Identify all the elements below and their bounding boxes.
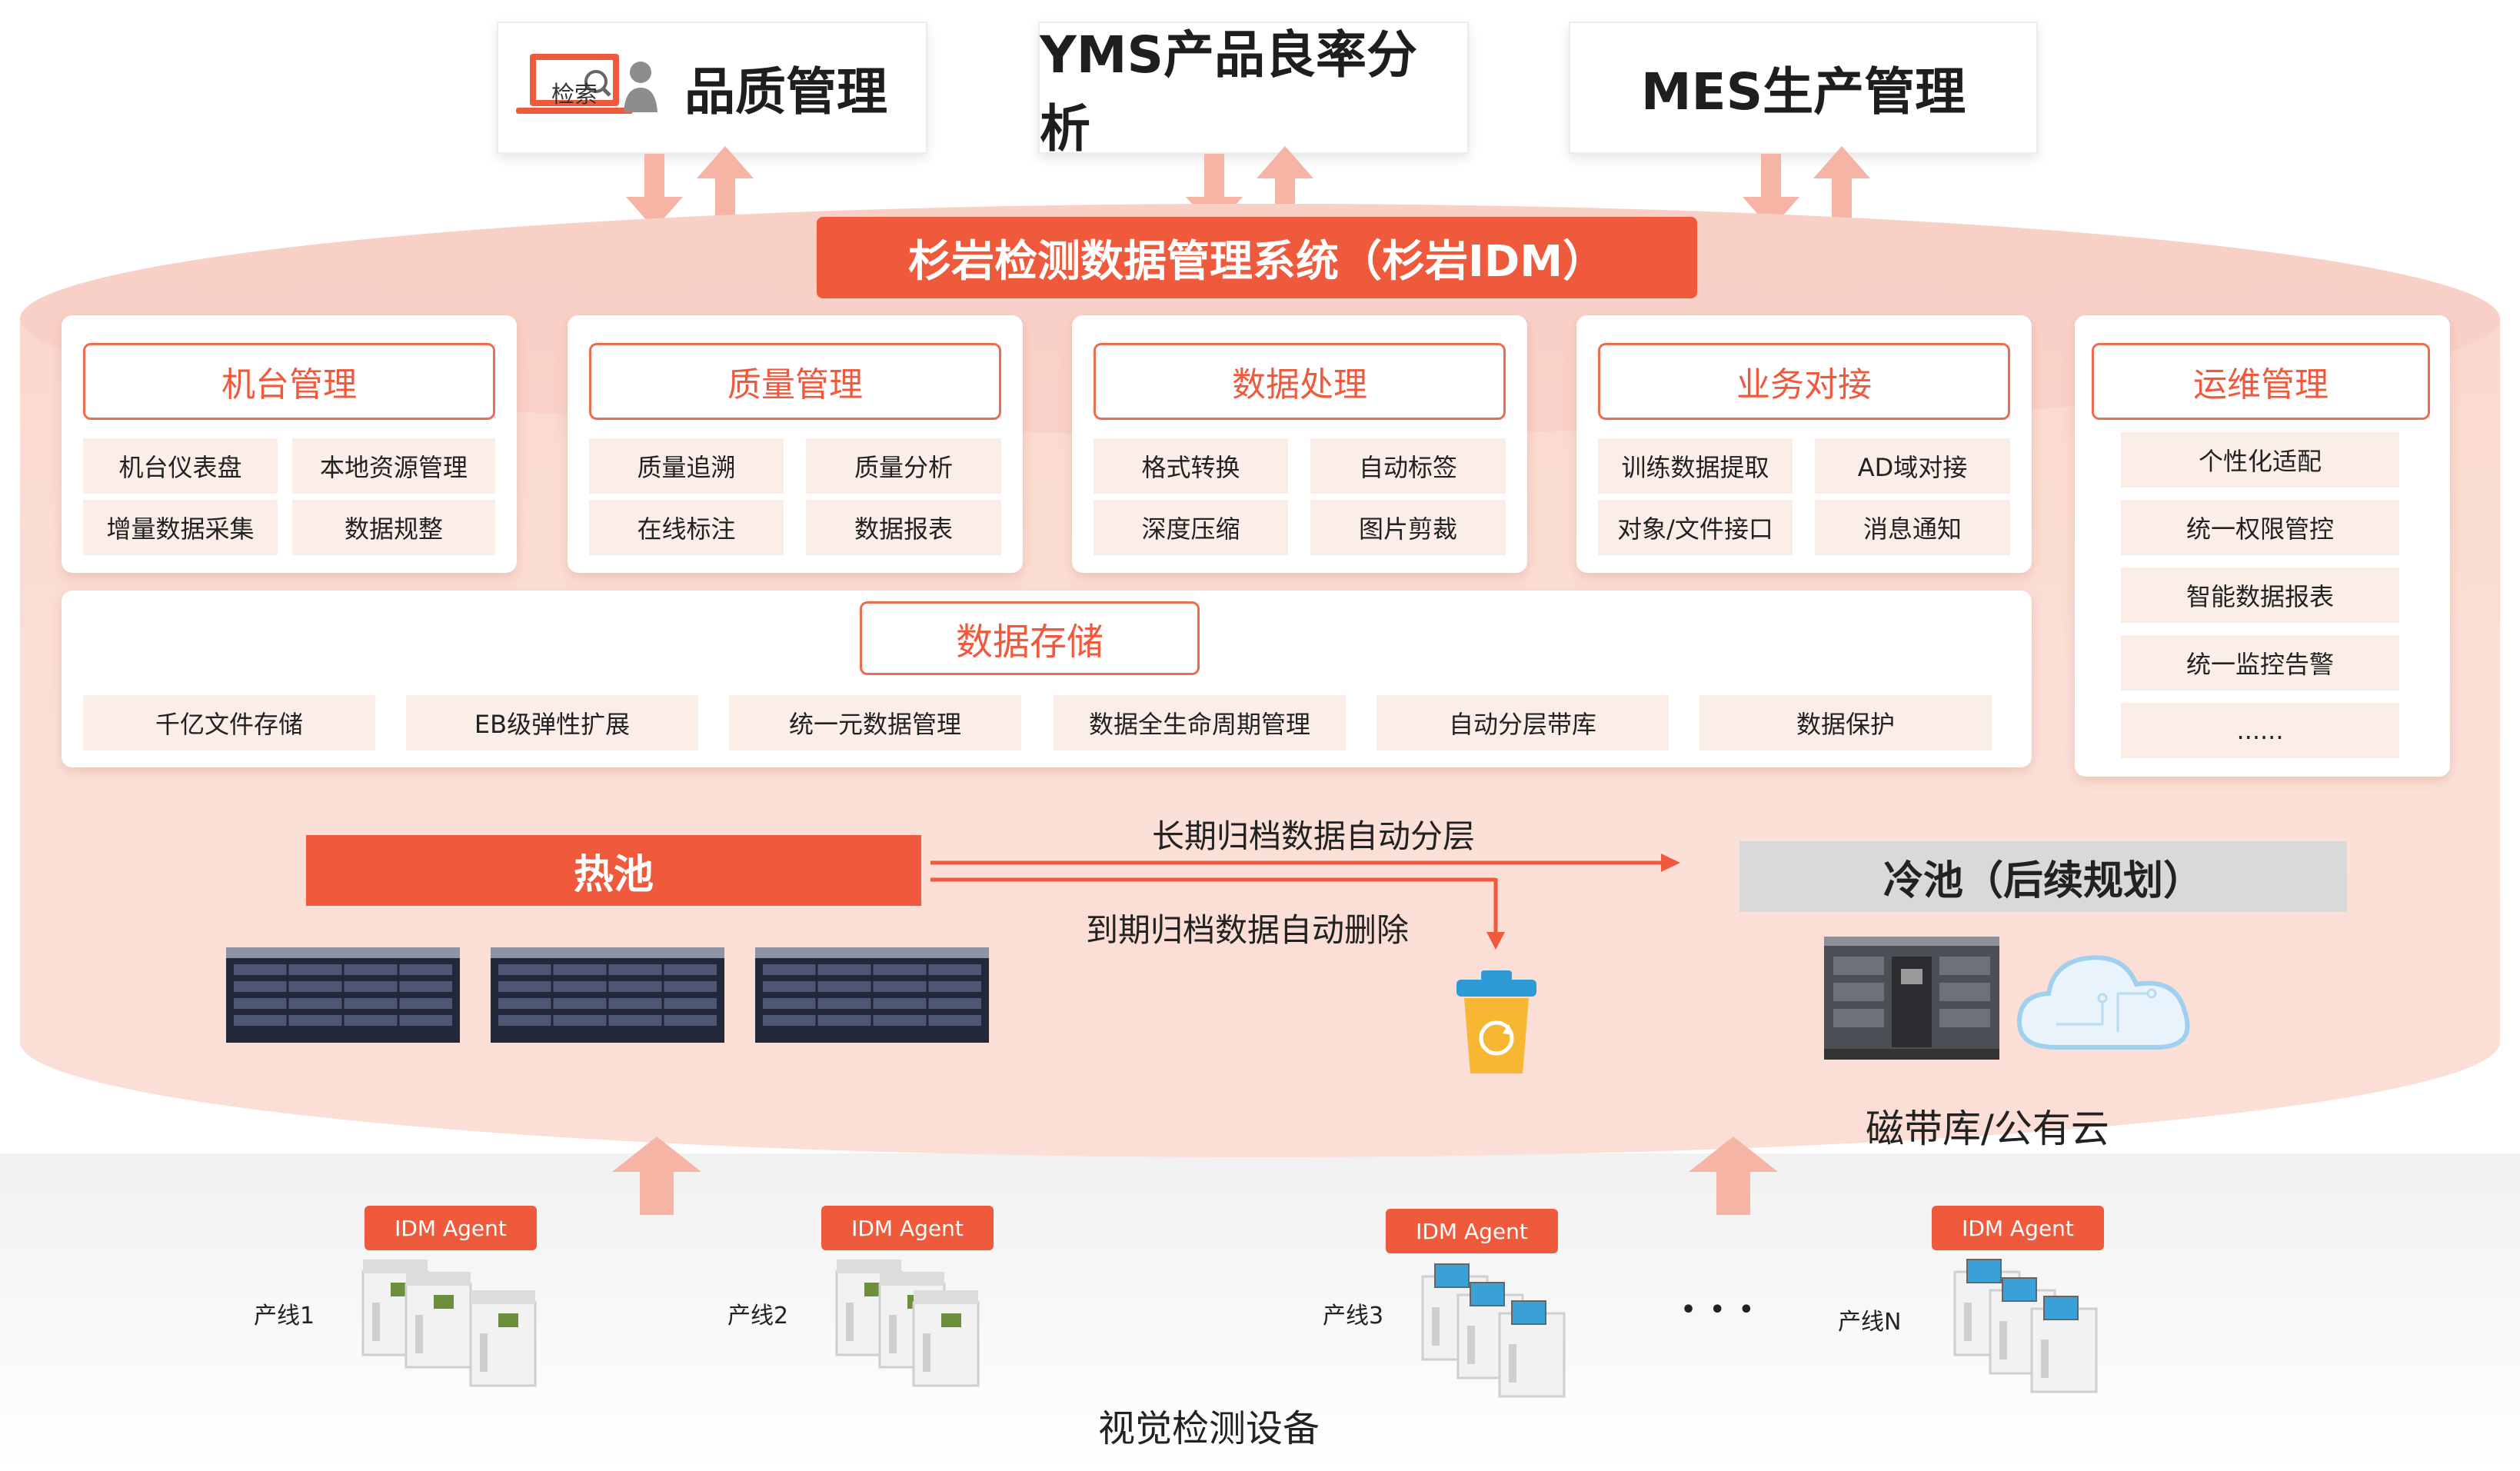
module-item[interactable]: 机台仪表盘: [83, 438, 278, 494]
module-item[interactable]: 消息通知: [1815, 500, 2010, 555]
search-badge-text: 检索: [551, 82, 598, 108]
ops-item[interactable]: 智能数据报表: [2121, 567, 2399, 623]
storage-item[interactable]: 统一元数据管理: [729, 695, 1021, 750]
tape-library-icon: [1824, 937, 1999, 1060]
hot-pool-bar: 热池: [306, 835, 921, 906]
inspection-machine-icon: [835, 1258, 980, 1387]
module-item[interactable]: 对象/文件接口: [1598, 500, 1793, 555]
ops-item: ......: [2121, 703, 2399, 758]
module-item[interactable]: 格式转换: [1094, 438, 1288, 494]
module-item[interactable]: 图片剪裁: [1310, 500, 1506, 555]
archive-arrows: [930, 854, 1680, 950]
module-item[interactable]: AD域对接: [1815, 438, 2010, 494]
system-card-yms[interactable]: YMS产品良率分析: [1038, 22, 1469, 158]
bottom-caption: 视觉检测设备: [1098, 1407, 1320, 1450]
module-storage: 数据存储 千亿文件存储 EB级弹性扩展 统一元数据管理 数据全生命周期管理 自动…: [62, 591, 2032, 767]
trash-bin-icon: [1456, 970, 1536, 1073]
system-card-quality[interactable]: 品质管理: [497, 22, 927, 154]
module-title[interactable]: 数据处理: [1094, 343, 1506, 420]
storage-item[interactable]: 数据保护: [1699, 695, 1992, 750]
idm-agent-badge: IDM Agent: [1932, 1206, 2104, 1250]
cold-pool-bar: 冷池（后续规划）: [1739, 841, 2347, 912]
module-item[interactable]: 质量分析: [806, 438, 1001, 494]
module-quality: 质量管理 质量追溯 质量分析 在线标注 数据报表: [568, 315, 1023, 573]
module-title[interactable]: 业务对接: [1598, 343, 2010, 420]
idm-agent-badge: IDM Agent: [365, 1206, 537, 1250]
idm-agent-badge: IDM Agent: [1386, 1209, 1558, 1253]
idm-agent-badge: IDM Agent: [821, 1206, 994, 1250]
module-item[interactable]: 增量数据采集: [83, 500, 278, 555]
server-rack-icon: [226, 946, 990, 1044]
module-item[interactable]: 自动标签: [1310, 438, 1506, 494]
system-card-label: YMS产品良率分析: [1040, 25, 1418, 158]
ops-item[interactable]: 统一监控告警: [2121, 635, 2399, 691]
module-item[interactable]: 深度压缩: [1094, 500, 1288, 555]
system-card-label: MES生产管理: [1640, 62, 1966, 121]
module-item[interactable]: 数据规整: [292, 500, 495, 555]
module-title[interactable]: 机台管理: [83, 343, 495, 420]
module-item[interactable]: 质量追溯: [589, 438, 784, 494]
ops-item[interactable]: 个性化适配: [2121, 432, 2399, 488]
module-ops: 运维管理 个性化适配 统一权限管控 智能数据报表 统一监控告警 ......: [2075, 315, 2450, 777]
module-machine: 机台管理 机台仪表盘 本地资源管理 增量数据采集 数据规整: [62, 315, 517, 573]
search-monitor-icon: [511, 51, 665, 128]
storage-item[interactable]: 自动分层带库: [1377, 695, 1669, 750]
archive-label: 长期归档数据自动分层: [1152, 817, 1476, 855]
inspection-machine-icon: [1421, 1263, 1566, 1398]
line-label: 产线N: [1838, 1309, 1902, 1336]
inspection-machine-icon: [361, 1260, 537, 1387]
module-title[interactable]: 运维管理: [2092, 343, 2430, 420]
line-label: 产线1: [254, 1303, 315, 1330]
cloud-icon: [2016, 955, 2190, 1050]
delete-label: 到期归档数据自动删除: [1086, 911, 1410, 949]
cold-caption: 磁带库/公有云: [1866, 1107, 2109, 1151]
storage-item[interactable]: EB级弹性扩展: [406, 695, 698, 750]
inspection-machine-icon: [1953, 1258, 2098, 1393]
module-processing: 数据处理 格式转换 自动标签 深度压缩 图片剪裁: [1072, 315, 1527, 573]
system-title: 杉岩检测数据管理系统（杉岩IDM）: [817, 217, 1697, 298]
module-title[interactable]: 数据存储: [860, 601, 1200, 675]
storage-item[interactable]: 千亿文件存储: [83, 695, 375, 750]
storage-item[interactable]: 数据全生命周期管理: [1054, 695, 1346, 750]
ingest-arrows: [612, 1137, 1778, 1215]
line-label: 产线3: [1323, 1303, 1384, 1330]
module-item[interactable]: 数据报表: [806, 500, 1001, 555]
system-card-label: 品质管理: [684, 62, 887, 121]
module-title[interactable]: 质量管理: [589, 343, 1001, 420]
ellipsis: • • •: [1681, 1296, 1757, 1323]
module-item[interactable]: 本地资源管理: [292, 438, 495, 494]
module-item[interactable]: 训练数据提取: [1598, 438, 1793, 494]
ops-item[interactable]: 统一权限管控: [2121, 500, 2399, 555]
line-label: 产线2: [727, 1303, 789, 1330]
system-card-mes[interactable]: MES生产管理: [1569, 22, 2038, 154]
module-item[interactable]: 在线标注: [589, 500, 784, 555]
module-integration: 业务对接 训练数据提取 AD域对接 对象/文件接口 消息通知: [1576, 315, 2032, 573]
